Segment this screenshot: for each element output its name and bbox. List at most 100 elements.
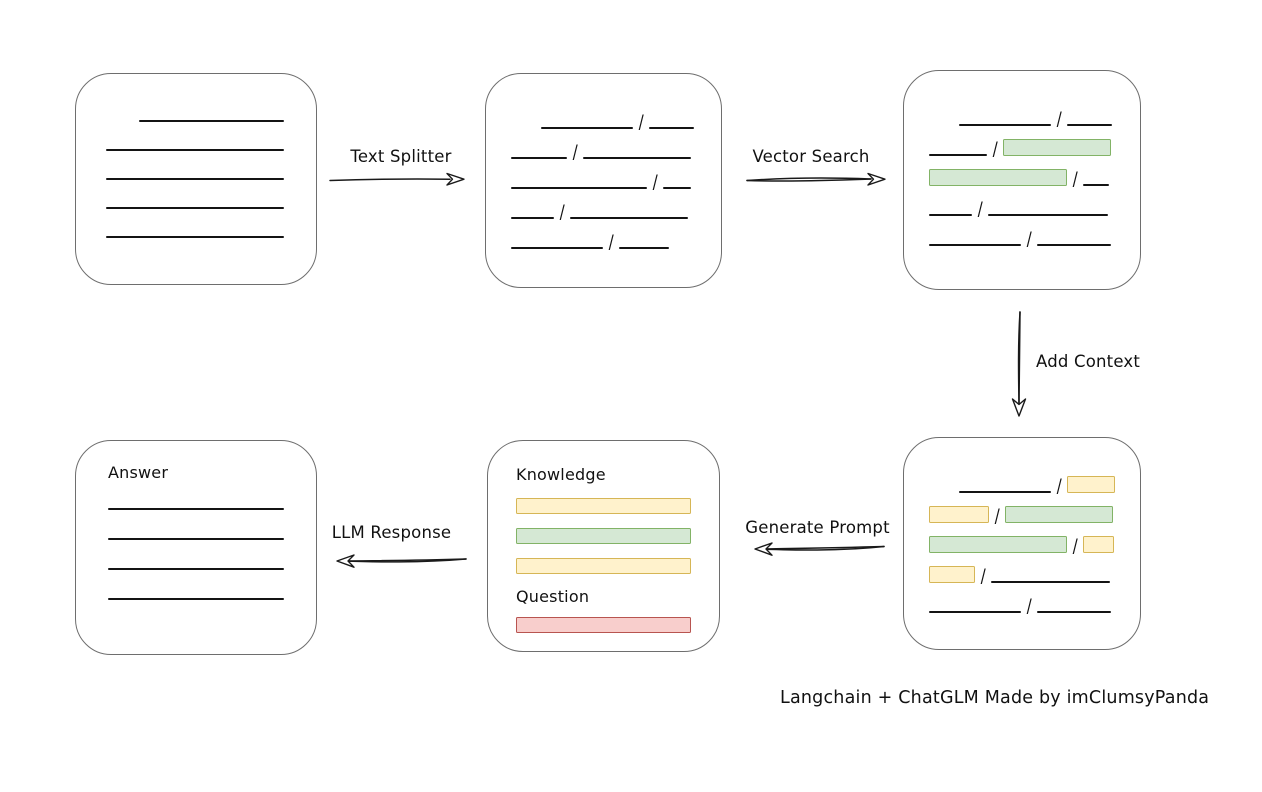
answer-box: Answer bbox=[75, 440, 317, 655]
text-line-segment bbox=[511, 157, 567, 159]
text-line-segment bbox=[583, 157, 692, 159]
text-line bbox=[106, 178, 284, 180]
add-context-label: Add Context bbox=[1036, 352, 1141, 371]
chunk-separator-slash: / bbox=[572, 141, 578, 163]
document-box bbox=[75, 73, 317, 285]
text-line-segment bbox=[959, 124, 1051, 126]
text-line bbox=[108, 508, 284, 510]
context-chunks-box: / / / / / bbox=[903, 437, 1141, 650]
split-chunks-box: / / / / / bbox=[485, 73, 722, 288]
text-line bbox=[139, 120, 284, 122]
answer-title: Answer bbox=[108, 463, 169, 482]
chunk-row: / bbox=[511, 159, 693, 193]
answer-lines bbox=[108, 508, 284, 600]
green-bar bbox=[516, 528, 691, 544]
knowledge-bars bbox=[516, 498, 691, 574]
green-highlight-segment bbox=[1005, 506, 1114, 523]
prompt-box: Knowledge Question bbox=[487, 440, 720, 652]
text-line-segment bbox=[541, 127, 633, 129]
chunk-separator-slash: / bbox=[1026, 595, 1032, 617]
add-context-arrow bbox=[1011, 311, 1027, 417]
green-highlight-segment bbox=[929, 536, 1067, 553]
chunk-row: / bbox=[929, 126, 1112, 160]
generate-prompt-arrow bbox=[754, 542, 885, 556]
yellow-highlight-segment bbox=[929, 506, 989, 523]
chunk-separator-slash: / bbox=[638, 111, 644, 133]
chunk-indent bbox=[511, 128, 541, 129]
text-line-segment bbox=[570, 217, 689, 219]
yellow-bar bbox=[516, 498, 691, 514]
vector-search-arrow bbox=[746, 172, 886, 186]
chunk-separator-slash: / bbox=[1072, 535, 1078, 557]
chunk-row: / bbox=[511, 99, 695, 133]
text-line-segment bbox=[511, 187, 647, 189]
llm-response-label: LLM Response bbox=[331, 523, 452, 542]
text-line-segment bbox=[929, 244, 1021, 246]
chunk-indent bbox=[929, 492, 959, 493]
text-line-segment bbox=[988, 214, 1109, 216]
text-line-segment bbox=[929, 214, 972, 216]
text-splitter-arrow bbox=[329, 172, 465, 186]
green-highlight-segment bbox=[929, 169, 1067, 186]
chunk-separator-slash: / bbox=[1056, 475, 1062, 497]
credit-caption: Langchain + ChatGLM Made by imClumsyPand… bbox=[780, 688, 1210, 708]
chunk-row: / bbox=[929, 463, 1116, 497]
chunk-separator-slash: / bbox=[608, 231, 614, 253]
text-line-segment bbox=[663, 187, 692, 189]
chunk-separator-slash: / bbox=[559, 201, 565, 223]
text-line bbox=[108, 568, 284, 570]
text-splitter-label: Text Splitter bbox=[350, 147, 452, 166]
text-line-segment bbox=[1067, 124, 1113, 126]
text-line-segment bbox=[511, 217, 554, 219]
chunk-row: / bbox=[929, 583, 1112, 617]
text-line-segment bbox=[929, 154, 987, 156]
chunk-separator-slash: / bbox=[652, 171, 658, 193]
yellow-highlight-segment bbox=[1067, 476, 1116, 493]
text-line-segment bbox=[991, 581, 1111, 583]
chunk-separator-slash: / bbox=[977, 198, 983, 220]
knowledge-title: Knowledge bbox=[516, 465, 606, 484]
text-line bbox=[108, 598, 284, 600]
chunk-row: / bbox=[929, 493, 1114, 527]
chunk-row: / bbox=[929, 553, 1112, 587]
text-line-segment bbox=[1037, 244, 1112, 246]
chunk-row: / bbox=[929, 186, 1112, 220]
chunk-row: / bbox=[929, 96, 1113, 130]
chunk-row: / bbox=[511, 219, 693, 253]
text-line-segment bbox=[1083, 184, 1110, 186]
generate-prompt-label: Generate Prompt bbox=[745, 518, 890, 537]
text-line-segment bbox=[619, 247, 670, 249]
red-bar bbox=[516, 617, 691, 633]
yellow-highlight-segment bbox=[929, 566, 975, 583]
text-line-segment bbox=[649, 127, 695, 129]
question-title: Question bbox=[516, 587, 590, 606]
text-line-segment bbox=[511, 247, 603, 249]
chunk-row: / bbox=[511, 189, 693, 223]
text-line bbox=[106, 149, 284, 151]
chunk-separator-slash: / bbox=[1056, 108, 1062, 130]
vector-result-box: / / / / / bbox=[903, 70, 1141, 290]
text-line-segment bbox=[959, 491, 1051, 493]
vector-search-label: Vector Search bbox=[752, 147, 870, 166]
document-lines bbox=[106, 120, 284, 238]
chunk-separator-slash: / bbox=[980, 565, 986, 587]
llm-response-arrow bbox=[336, 554, 467, 568]
text-line-segment bbox=[929, 611, 1021, 613]
text-line bbox=[106, 207, 284, 209]
green-highlight-segment bbox=[1003, 139, 1112, 156]
question-bars bbox=[516, 617, 691, 633]
chunk-separator-slash: / bbox=[1026, 228, 1032, 250]
chunk-row: / bbox=[929, 523, 1115, 557]
chunk-separator-slash: / bbox=[992, 138, 998, 160]
text-line-segment bbox=[1037, 611, 1112, 613]
chunk-row: / bbox=[929, 156, 1112, 190]
chunk-separator-slash: / bbox=[1072, 168, 1078, 190]
chunk-separator-slash: / bbox=[994, 505, 1000, 527]
yellow-highlight-segment bbox=[1083, 536, 1115, 553]
chunk-indent bbox=[929, 125, 959, 126]
text-line bbox=[108, 538, 284, 540]
yellow-bar bbox=[516, 558, 691, 574]
chunk-row: / bbox=[929, 216, 1112, 250]
chunk-row: / bbox=[511, 129, 693, 163]
